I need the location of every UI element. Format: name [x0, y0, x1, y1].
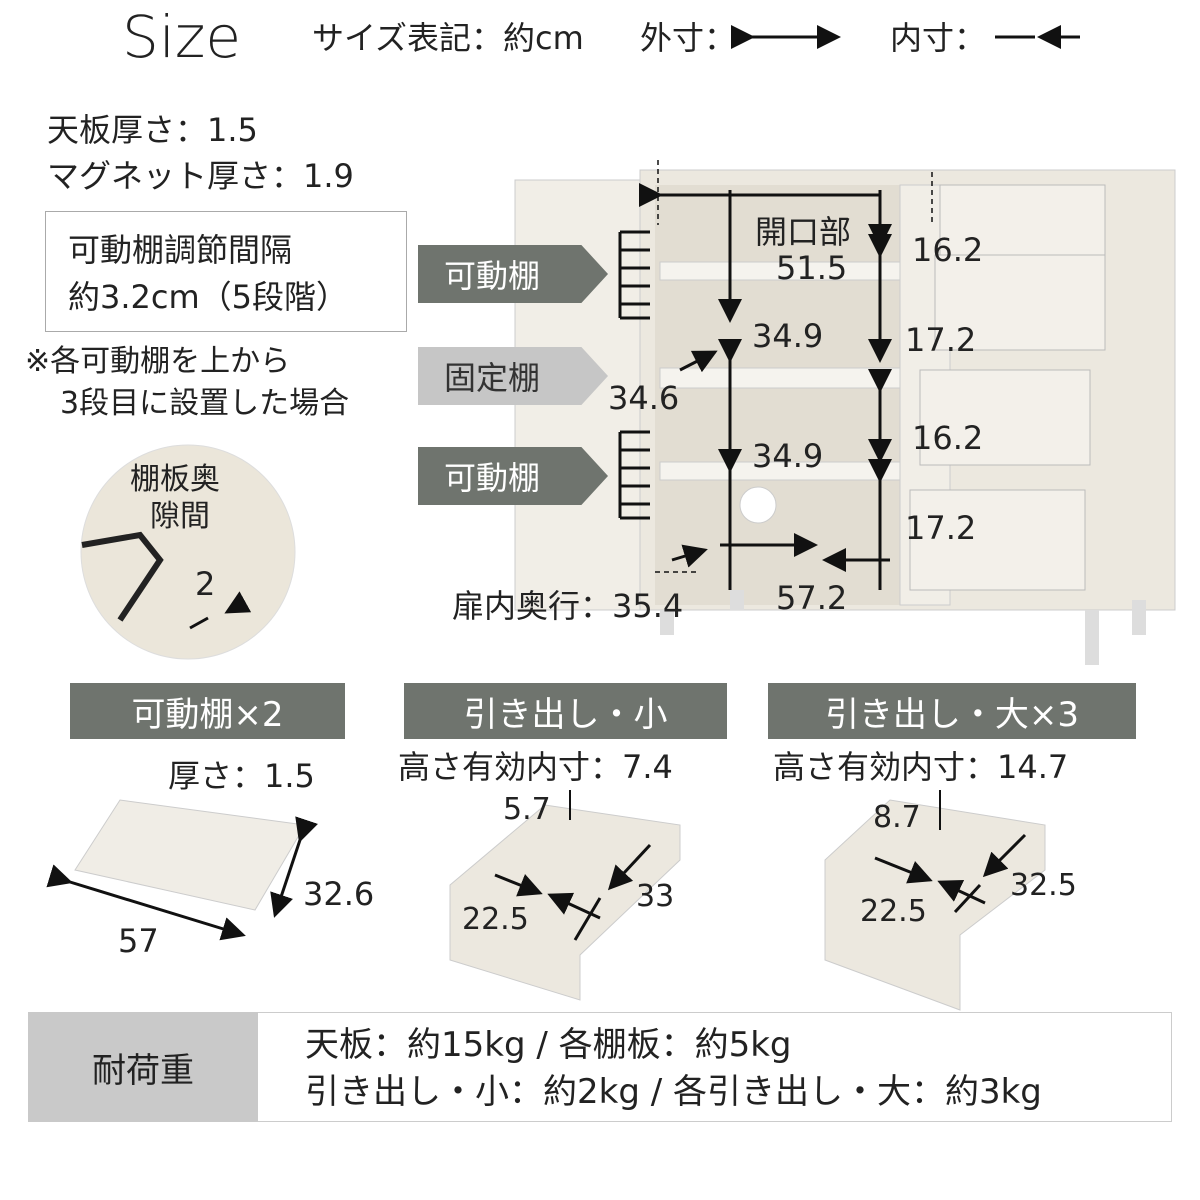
small-drawer-spec: 高さ有効内寸：7.4 [398, 748, 673, 786]
opening-label: 開口部 [755, 213, 852, 251]
adjust-interval-box [45, 211, 407, 332]
label-movable-shelf-top: 可動棚 [418, 245, 608, 303]
large-drawer-spec: 高さ有効内寸：14.7 [773, 748, 1069, 786]
large-drawer-depth: 32.5 [1010, 868, 1077, 903]
section-header-large-drawer: 引き出し・大×3 [768, 683, 1136, 739]
gap-label: 棚板奥 [130, 462, 220, 497]
adjust-interval-value: 約3.2cm（5段階） [68, 278, 349, 316]
small-drawer-top: 5.7 [503, 792, 551, 827]
inner-dimension-label: 内寸： [890, 19, 987, 57]
load-line-2: 引き出し・小：約2kg / 各引き出し・大：約3kg [305, 1072, 1042, 1112]
shelf-width-value: 57 [118, 922, 159, 960]
drawer-height-2: 17.2 [905, 321, 977, 359]
drawer-height-3: 16.2 [912, 419, 984, 457]
opening-width: 51.5 [776, 249, 848, 287]
magnet-thickness: マグネット厚さ：1.9 [47, 157, 354, 195]
shelf-height-1: 34.9 [752, 317, 824, 355]
inner-width: 57.2 [776, 579, 848, 617]
load-capacity-label: 耐荷重 [28, 1012, 258, 1122]
note-line: 3段目に設置した場合 [60, 386, 350, 421]
small-drawer-width: 22.5 [462, 902, 529, 937]
drawer-height-1: 16.2 [912, 231, 984, 269]
label-fixed-shelf: 固定棚 [418, 347, 608, 405]
label-movable-shelf-bottom: 可動棚 [418, 447, 608, 505]
load-line-1: 天板：約15kg / 各棚板：約5kg [305, 1025, 792, 1065]
shelf-depth-value: 32.6 [303, 875, 375, 913]
gap-label: 隙間 [150, 499, 210, 534]
shelf-thickness: 厚さ：1.5 [168, 757, 315, 795]
gap-value: 2 [195, 565, 216, 603]
section-header-small-drawer: 引き出し・小 [404, 683, 727, 739]
small-drawer-depth: 33 [636, 879, 675, 914]
outer-dimension-label: 外寸： [640, 19, 737, 57]
adjust-interval-label: 可動棚調節間隔 [68, 231, 293, 269]
section-header-shelf: 可動棚×2 [70, 683, 345, 739]
shelf-depth: 34.6 [608, 379, 680, 417]
page-title: Size [122, 3, 242, 71]
door-inner-depth: 扉内奥行：35.4 [452, 587, 684, 625]
drawer-height-4: 17.2 [905, 509, 977, 547]
size-notation: サイズ表記：約cm [312, 19, 584, 57]
note-line: ※各可動棚を上から [25, 344, 291, 379]
top-thickness: 天板厚さ：1.5 [47, 111, 258, 149]
large-drawer-top: 8.7 [873, 800, 921, 835]
shelf-height-2: 34.9 [752, 437, 824, 475]
large-drawer-width: 22.5 [860, 894, 927, 929]
